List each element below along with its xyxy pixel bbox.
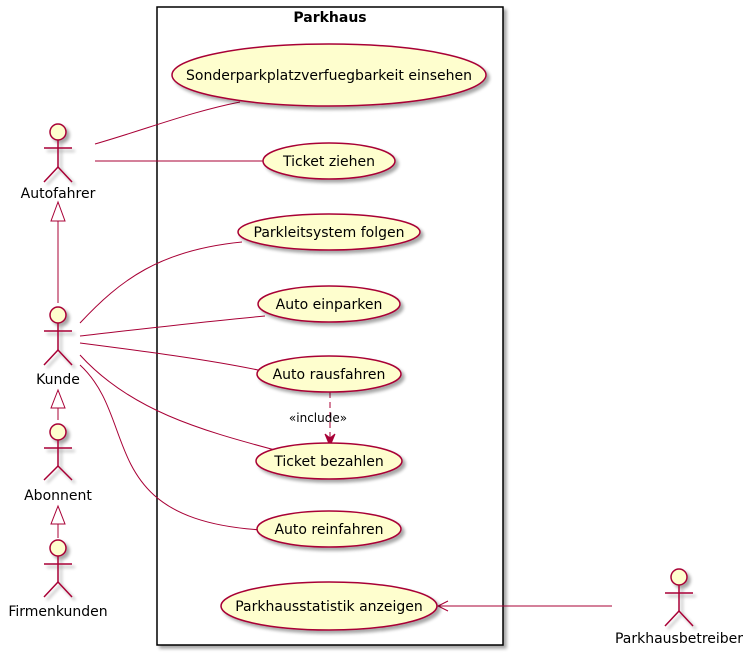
assoc-kunde-ticket-bezahlen [79, 354, 276, 451]
usecase-label: Auto einparken [276, 297, 383, 313]
assoc-kunde-auto-reinfahren [79, 364, 263, 531]
stick-figure-icon [43, 423, 73, 481]
usecase-label: Auto reinfahren [274, 522, 383, 538]
stick-figure-icon [43, 123, 73, 183]
usecase-auto-rausfahren[interactable]: Auto rausfahren [256, 355, 402, 393]
usecase-parkhausstatistik[interactable]: Parkhausstatistik anzeigen [220, 581, 438, 631]
usecase-auto-einparken[interactable]: Auto einparken [257, 285, 401, 323]
generalizations [50, 200, 66, 538]
assoc-kunde-parkleitsystem [79, 241, 243, 324]
usecase-sonderparkplatz[interactable]: Sonderparkplatzverfuegbarkeit einsehen [171, 43, 487, 107]
stick-figure-icon [43, 539, 73, 598]
actor-label: Autofahrer [21, 186, 96, 202]
gen-firmenkunden-abonnent-arrow [50, 504, 66, 525]
associations [79, 101, 612, 607]
assoc-kunde-auto-einparken [79, 315, 266, 337]
actor-parkhausbetreiber[interactable]: Parkhausbetreiber [615, 568, 743, 647]
stick-figure-icon [43, 306, 73, 366]
actor-firmenkunden[interactable]: Firmenkunden [8, 539, 108, 620]
include-relation: «include» [289, 392, 347, 448]
actor-autofahrer[interactable]: Autofahrer [21, 123, 96, 202]
actor-label: Firmenkunden [8, 604, 107, 620]
usecase-label: Parkleitsystem folgen [254, 225, 405, 241]
usecase-parkleitsystem[interactable]: Parkleitsystem folgen [237, 213, 421, 251]
stick-figure-icon [664, 568, 694, 627]
actor-label: Kunde [36, 372, 80, 388]
usecase-auto-reinfahren[interactable]: Auto reinfahren [256, 510, 402, 548]
include-arrowhead [324, 433, 336, 448]
gen-kunde-autofahrer-arrow [50, 200, 66, 222]
assoc-arrowhead [436, 600, 449, 612]
include-label: «include» [289, 411, 347, 425]
gen-abonnent-kunde-arrow [50, 388, 66, 409]
system-title: Parkhaus [293, 10, 366, 26]
actor-kunde[interactable]: Kunde [36, 306, 80, 388]
assoc-kunde-auto-rausfahren [79, 342, 259, 371]
usecase-label: Ticket bezahlen [273, 454, 384, 470]
usecase-label: Parkhausstatistik anzeigen [235, 599, 423, 615]
actor-label: Abonnent [24, 488, 92, 504]
usecase-ticket-bezahlen[interactable]: Ticket bezahlen [255, 442, 403, 480]
actor-label: Parkhausbetreiber [615, 631, 743, 647]
usecase-label: Auto rausfahren [273, 367, 386, 383]
assoc-autofahrer-sonderparkplatz [94, 101, 241, 145]
usecase-label: Ticket ziehen [282, 154, 375, 170]
actor-abonnent[interactable]: Abonnent [24, 423, 92, 504]
usecase-ticket-ziehen[interactable]: Ticket ziehen [262, 142, 396, 180]
usecase-label: Sonderparkplatzverfuegbarkeit einsehen [186, 68, 472, 84]
